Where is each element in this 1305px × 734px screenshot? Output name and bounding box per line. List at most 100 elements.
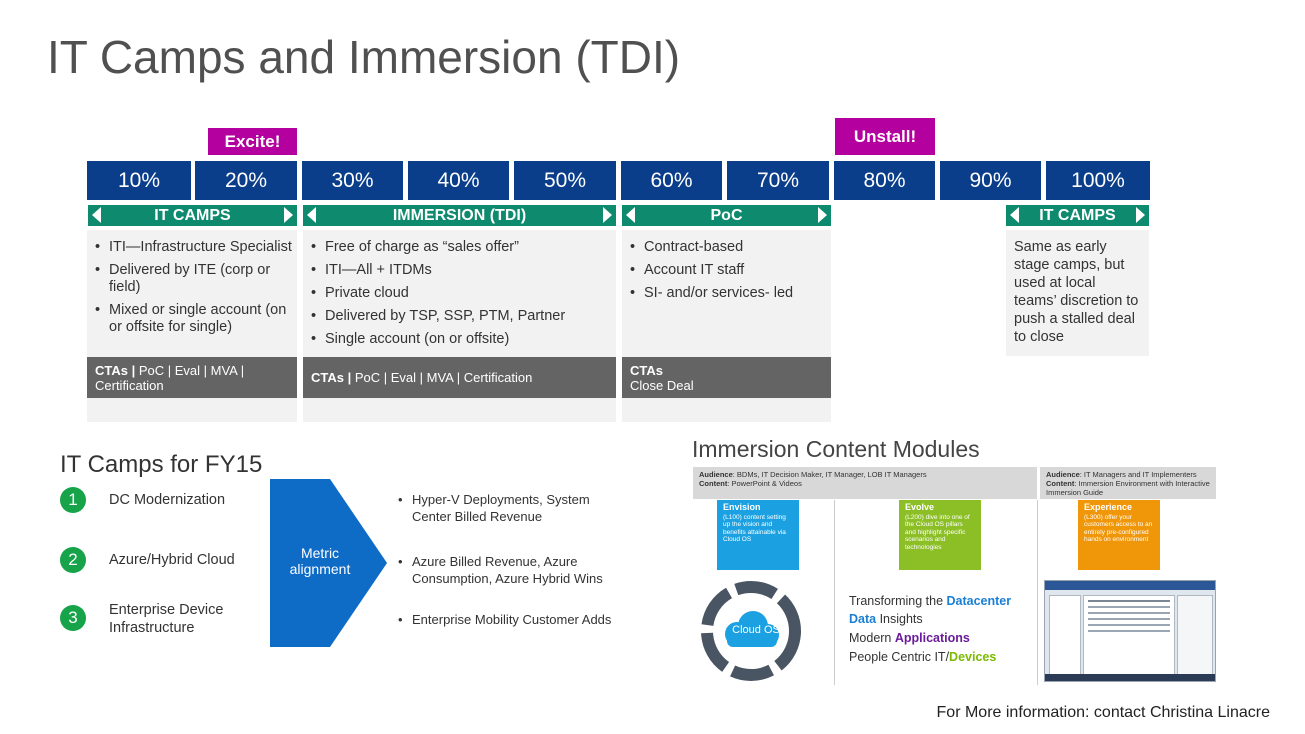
cta-text: PoC | Eval | MVA | Certification <box>95 363 245 393</box>
number-3-icon: 3 <box>60 605 86 631</box>
camp-item-device: Enterprise Device Infrastructure <box>109 602 224 636</box>
pct-70: 70% <box>727 161 829 200</box>
list-item: Free of charge as “sales offer” <box>311 239 616 256</box>
pct-90: 90% <box>940 161 1041 200</box>
pct-100: 100% <box>1046 161 1150 200</box>
audience-label: Audience <box>1046 470 1080 479</box>
unstall-badge: Unstall! <box>835 118 935 155</box>
pillar-highlight: Devices <box>949 650 997 664</box>
arrow-right-icon <box>818 207 827 223</box>
phase-it-camps: IT CAMPS <box>88 205 297 226</box>
list-item: Delivered by TSP, SSP, PTM, Partner <box>311 308 616 325</box>
phase-label: IT CAMPS <box>1039 206 1116 224</box>
cloud-os-label: Cloud OS <box>732 624 780 636</box>
pct-20: 20% <box>195 161 297 200</box>
list-item: SI- and/or services- led <box>630 285 831 302</box>
content-text: : Immersion Environment with Interactive… <box>1046 479 1210 497</box>
footer-contact: For More information: contact Christina … <box>936 704 1270 721</box>
metric-chevron-shape <box>270 479 387 647</box>
phase-label: IMMERSION (TDI) <box>392 206 527 224</box>
module-envision: Envision (L100) content setting up the v… <box>717 500 799 570</box>
list-item: Mixed or single account (on or offsite f… <box>95 302 297 336</box>
pct-40: 40% <box>408 161 509 200</box>
page-title: IT Camps and Immersion (TDI) <box>47 31 681 83</box>
arrow-right-icon <box>284 207 293 223</box>
content-text: : PowerPoint & Videos <box>727 479 802 488</box>
phase-immersion: IMMERSION (TDI) <box>303 205 616 226</box>
arrow-left-icon <box>307 207 316 223</box>
pct-30: 30% <box>302 161 403 200</box>
metric-label: Metric alignment <box>289 545 351 577</box>
pillar-text: Modern <box>849 631 895 645</box>
cta-it-camps: CTAs | PoC | Eval | MVA | Certification <box>87 357 297 398</box>
pct-60: 60% <box>621 161 722 200</box>
audience-right: Audience: IT Managers and IT Implementer… <box>1040 467 1216 499</box>
audience-text: : IT Managers and IT Implementers <box>1079 470 1197 479</box>
pct-80: 80% <box>834 161 935 200</box>
pillar-text: Transforming the <box>849 594 947 608</box>
arrow-right-icon <box>603 207 612 223</box>
number-1-icon: 1 <box>60 487 86 513</box>
arrow-right-icon <box>1136 207 1145 223</box>
camp-item-azure: Azure/Hybrid Cloud <box>109 552 235 568</box>
list-item: ITI—All + ITDMs <box>311 262 616 279</box>
pillar-highlight: Applications <box>894 631 970 645</box>
module-experience: Experience (L300) offer your customers a… <box>1078 500 1160 570</box>
pillar-highlight: Datacenter <box>946 594 1012 608</box>
module-text: (L100) content setting up the vision and… <box>723 513 786 544</box>
list-item: Account IT staff <box>630 262 831 279</box>
content-label: Content <box>1046 479 1075 488</box>
phase-label: PoC <box>710 206 743 224</box>
module-name: Experience <box>1084 502 1133 512</box>
module-name: Envision <box>723 502 761 512</box>
audience-label: Audience <box>699 470 733 479</box>
metric-bullet: Azure Billed Revenue, Azure Consumption,… <box>398 553 642 587</box>
cloud-os-ring-icon <box>701 581 801 681</box>
list-item: Contract-based <box>630 239 831 256</box>
excite-badge: Excite! <box>208 128 297 155</box>
pct-50: 50% <box>514 161 616 200</box>
divider <box>1037 500 1038 685</box>
cta-bold: CTAs | <box>311 370 352 385</box>
divider <box>834 500 835 685</box>
audience-text: : BDMs, IT Decision Maker, IT Manager, L… <box>732 470 927 479</box>
module-evolve: Evolve (L200) dive into one of the Cloud… <box>899 500 981 570</box>
content-label: Content <box>699 479 728 488</box>
arrow-left-icon <box>626 207 635 223</box>
panel-text: Same as early stage camps, but used at l… <box>1014 239 1139 345</box>
module-text: (L300) offer your customers access to an… <box>1084 513 1153 544</box>
pillar-applications: Modern Applications <box>849 631 970 645</box>
arrow-left-icon <box>1010 207 1019 223</box>
camps-fy15-title: IT Camps for FY15 <box>60 451 263 478</box>
phase-label: IT CAMPS <box>154 206 231 224</box>
phase-it-camps-late: IT CAMPS <box>1006 205 1149 226</box>
camp-item-dc: DC Modernization <box>109 492 226 508</box>
audience-left: Audience: BDMs, IT Decision Maker, IT Ma… <box>693 467 1037 499</box>
cta-text: PoC | Eval | MVA | Certification <box>351 370 533 385</box>
module-text: (L200) dive into one of the Cloud OS pil… <box>905 513 970 551</box>
pct-10: 10% <box>87 161 191 200</box>
list-item: Single account (on or offsite) <box>311 331 616 348</box>
environment-screenshot <box>1044 580 1216 682</box>
list-item: Private cloud <box>311 285 616 302</box>
cta-bold: CTAs | <box>95 363 136 378</box>
pillar-data: Data Insights <box>849 612 923 626</box>
pillar-text: Insights <box>876 612 923 626</box>
cta-immersion: CTAs | PoC | Eval | MVA | Certification <box>303 357 616 398</box>
pillar-datacenter: Transforming the Datacenter <box>849 594 1011 608</box>
metric-bullet: Enterprise Mobility Customer Adds <box>398 611 622 628</box>
number-2-icon: 2 <box>60 547 86 573</box>
phase-poc: PoC <box>622 205 831 226</box>
cta-text: Close Deal <box>630 378 694 393</box>
pillar-devices: People Centric IT/Devices <box>849 650 996 664</box>
list-item: ITI—Infrastructure Specialist <box>95 239 297 256</box>
arrow-left-icon <box>92 207 101 223</box>
pillar-text: People Centric IT/ <box>849 650 950 664</box>
module-name: Evolve <box>905 502 935 512</box>
cta-bold: CTAs <box>630 363 663 378</box>
list-item: Delivered by ITE (corp or field) <box>95 262 297 296</box>
panel-it-camps-late: Same as early stage camps, but used at l… <box>1006 230 1149 356</box>
immersion-modules-title: Immersion Content Modules <box>692 436 980 462</box>
pillar-highlight: Data <box>849 612 877 626</box>
